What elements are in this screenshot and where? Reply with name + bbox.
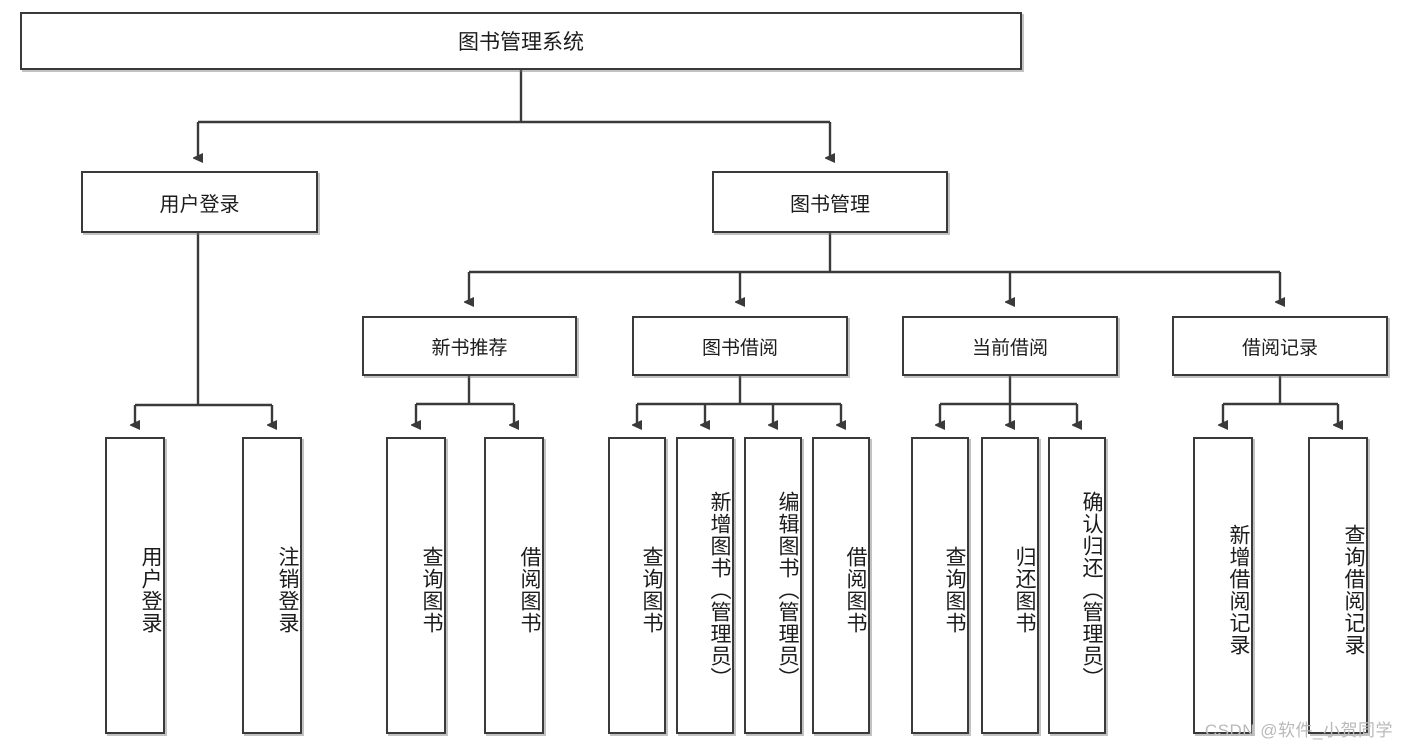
leaf-book-borrow-query[interactable]: 查询图书	[608, 437, 666, 734]
leaf-borrow-record-query[interactable]: 查询借阅记录	[1308, 437, 1368, 734]
node-current-borrow[interactable]: 当前借阅	[902, 316, 1118, 376]
leaf-book-borrow-add[interactable]: 新增图书（管理员）	[676, 437, 734, 734]
leaf-label: 新增图书（管理员）	[708, 490, 731, 689]
leaf-label: 注销登录	[276, 545, 299, 634]
leaf-user-login-logout[interactable]: 注销登录	[242, 437, 302, 734]
node-user-login[interactable]: 用户登录	[81, 171, 318, 233]
node-book-management-label: 图书管理	[790, 193, 870, 216]
leaf-label: 查询图书	[640, 545, 663, 634]
leaf-book-borrow-borrow[interactable]: 借阅图书	[812, 437, 870, 734]
node-book-borrow-label: 图书借阅	[701, 337, 778, 359]
node-book-borrow[interactable]: 图书借阅	[632, 316, 848, 376]
leaf-label: 借阅图书	[518, 545, 541, 634]
leaf-label: 归还图书	[1013, 545, 1036, 634]
leaf-user-login-login[interactable]: 用户登录	[105, 437, 165, 734]
node-borrow-record[interactable]: 借阅记录	[1172, 316, 1388, 376]
node-root[interactable]: 图书管理系统	[20, 12, 1022, 70]
leaf-new-book-query[interactable]: 查询图书	[386, 437, 446, 734]
leaf-book-borrow-edit[interactable]: 编辑图书（管理员）	[744, 437, 802, 734]
node-root-label: 图书管理系统	[458, 31, 584, 54]
leaf-borrow-record-add[interactable]: 新增借阅记录	[1193, 437, 1253, 734]
leaf-label: 查询图书	[943, 545, 966, 634]
leaf-current-borrow-confirm-return[interactable]: 确认归还（管理员）	[1048, 437, 1106, 734]
node-book-management[interactable]: 图书管理	[712, 171, 948, 233]
watermark: CSDN @软件_小贺同学	[1204, 721, 1393, 740]
node-new-book-recommend[interactable]: 新书推荐	[362, 316, 577, 376]
node-user-login-label: 用户登录	[159, 193, 240, 216]
leaf-label: 编辑图书（管理员）	[776, 490, 799, 689]
leaf-current-borrow-query[interactable]: 查询图书	[911, 437, 969, 734]
leaf-label: 用户登录	[139, 545, 162, 634]
node-current-borrow-label: 当前借阅	[971, 337, 1048, 359]
node-new-book-recommend-label: 新书推荐	[431, 337, 508, 359]
leaf-label: 借阅图书	[844, 545, 867, 634]
leaf-label: 确认归还（管理员）	[1080, 490, 1103, 689]
leaf-label: 查询借阅记录	[1342, 523, 1365, 656]
leaf-new-book-borrow[interactable]: 借阅图书	[484, 437, 544, 734]
leaf-label: 查询图书	[420, 545, 443, 634]
leaf-current-borrow-return[interactable]: 归还图书	[981, 437, 1039, 734]
node-borrow-record-label: 借阅记录	[1241, 337, 1318, 359]
leaf-label: 新增借阅记录	[1227, 523, 1250, 656]
